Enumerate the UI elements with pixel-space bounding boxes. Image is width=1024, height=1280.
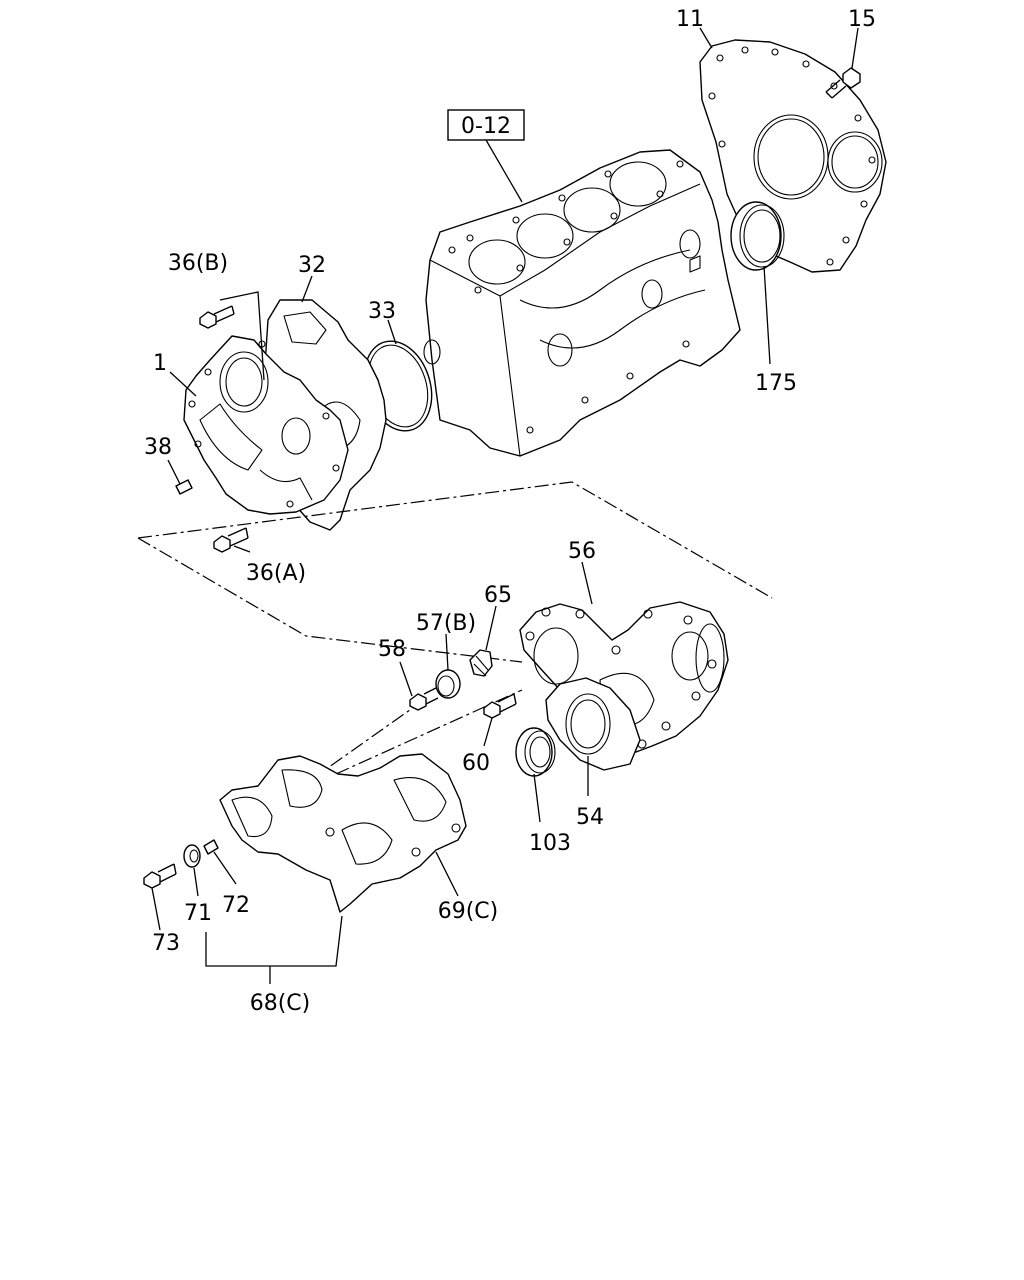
callout-32: 32: [298, 253, 326, 278]
ref-box-0-12: 0-12: [447, 109, 525, 203]
bolt-15: [825, 67, 861, 99]
callouts: 11 15 36(B) 32 33 1 175 38 36(A) 56 65 5…: [144, 7, 876, 1016]
bolt-58: [409, 687, 439, 711]
front-plate-1: [183, 335, 349, 515]
callout-15: 15: [848, 7, 876, 32]
cover-65: [469, 649, 493, 677]
callout-71: 71: [184, 901, 212, 926]
cover-57b: [435, 669, 461, 699]
callout-57b: 57(B): [416, 611, 476, 636]
callout-175: 175: [755, 371, 797, 396]
callout-65: 65: [484, 583, 512, 608]
leader-lines: [151, 27, 859, 984]
timing-cover-69c: [219, 753, 467, 913]
ref-box-label: 0-12: [461, 114, 511, 139]
rear-oil-seal: [730, 201, 785, 271]
seal-retainer-54: [545, 677, 641, 771]
assembly-outline-upper: [137, 481, 773, 663]
callout-69c: 69(C): [438, 899, 499, 924]
callout-36a: 36(A): [246, 561, 306, 586]
callout-103: 103: [529, 831, 571, 856]
callout-56: 56: [568, 539, 596, 564]
cylinder-block: [423, 149, 741, 457]
callout-72: 72: [222, 893, 250, 918]
callout-68c: 68(C): [250, 991, 311, 1016]
callout-11: 11: [676, 7, 704, 32]
bolt-36b: [199, 305, 235, 329]
callout-36b: 36(B): [168, 251, 228, 276]
callout-54: 54: [576, 805, 604, 830]
callout-60: 60: [462, 751, 490, 776]
callout-1: 1: [153, 351, 167, 376]
front-oil-seal-103: [515, 727, 556, 777]
callout-58: 58: [378, 637, 406, 662]
dowel-72: [203, 839, 219, 855]
washer-71: [183, 844, 201, 868]
bolt-36a: [213, 527, 249, 553]
dowel-38: [175, 479, 193, 495]
callout-73: 73: [152, 931, 180, 956]
callout-33: 33: [368, 299, 396, 324]
bolt-60: [483, 693, 517, 719]
bolt-73: [143, 863, 177, 889]
callout-38: 38: [144, 435, 172, 460]
